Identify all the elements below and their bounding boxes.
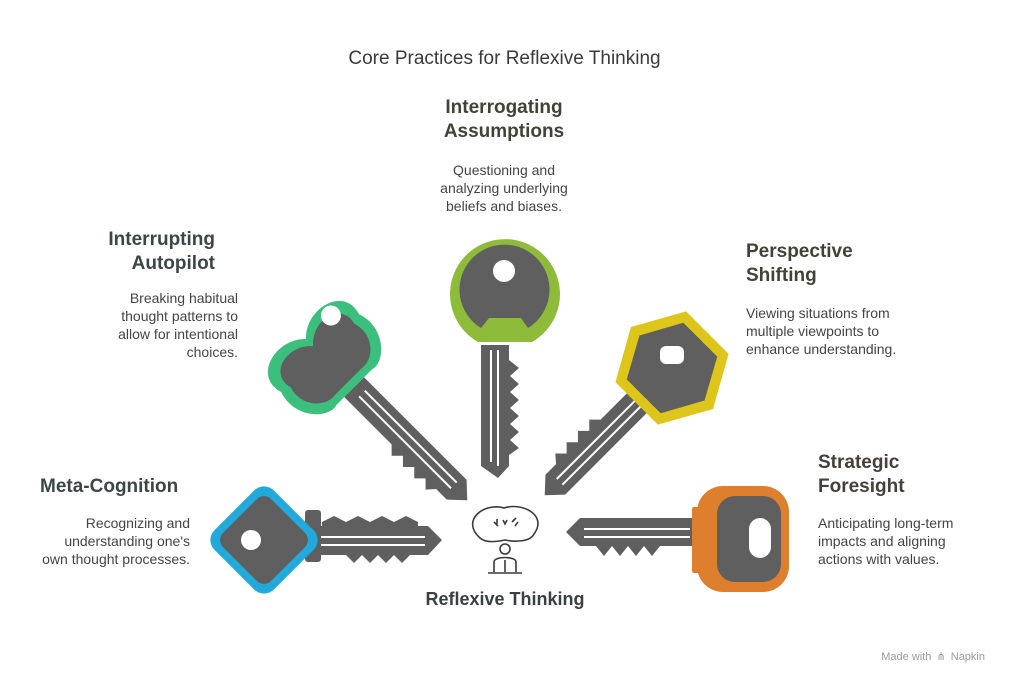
key-hole: [241, 530, 261, 550]
heading-line: Shifting: [746, 265, 817, 286]
heading-line: Foresight: [818, 476, 905, 497]
heading-meta-cognition: Meta-Cognition: [40, 475, 220, 499]
key-bow: [626, 322, 718, 414]
heading-line: Assumptions: [443, 121, 565, 142]
key-blade: [481, 345, 519, 478]
heading-line: Strategic: [818, 452, 900, 473]
key-hole: [660, 346, 684, 364]
key-bow: [220, 496, 308, 584]
desc-line: actions with values.: [818, 551, 940, 567]
desc-line: Breaking habitual: [129, 290, 238, 306]
desc-interrupting-autopilot: Breaking habitual thought patterns to al…: [40, 289, 238, 361]
key-meta-cognition: [210, 486, 442, 594]
branding[interactable]: Made with ⋔ Napkin: [881, 650, 985, 663]
heading-line: Interrupting: [108, 229, 215, 250]
desc-meta-cognition: Recognizing and understanding one's own …: [20, 514, 190, 568]
key-strategic-foresight: [566, 486, 789, 592]
heading-perspective-shifting: Perspective Shifting: [746, 240, 946, 288]
desc-line: Anticipating long-term: [818, 515, 954, 531]
key-interrupting-autopilot: [268, 301, 468, 501]
heading-strategic-foresight: Strategic Foresight: [818, 451, 978, 499]
desc-line: thought patterns to: [121, 308, 238, 324]
thinking-person-icon: [471, 505, 539, 574]
desc-line: understanding one's: [64, 533, 190, 549]
desc-line: multiple viewpoints to: [746, 323, 880, 339]
desc-line: allow for intentional: [118, 326, 238, 342]
desc-line: Questioning and: [453, 162, 555, 178]
key-bow: [459, 244, 550, 328]
key-hole: [749, 518, 771, 558]
heading-line: Interrogating: [445, 97, 563, 118]
heading-interrogating-assumptions: Interrogating Assumptions: [394, 96, 614, 144]
desc-line: own thought processes.: [42, 551, 190, 567]
key-blade: [344, 377, 468, 501]
desc-perspective-shifting: Viewing situations from multiple viewpoi…: [746, 304, 966, 358]
desc-line: analyzing underlying: [440, 180, 568, 196]
napkin-logo-icon: ⋔: [936, 651, 946, 663]
heading-interrupting-autopilot: Interrupting Autopilot: [40, 228, 215, 276]
heading-line: Meta-Cognition: [40, 476, 179, 497]
key-perspective-shifting: [544, 311, 729, 496]
diagram-title: Core Practices for Reflexive Thinking: [348, 48, 661, 69]
key-bow: [280, 313, 371, 404]
center-label: Reflexive Thinking: [425, 589, 585, 609]
branding-name: Napkin: [950, 651, 985, 663]
desc-line: Recognizing and: [85, 515, 190, 531]
desc-strategic-foresight: Anticipating long-term impacts and align…: [818, 514, 998, 568]
desc-line: Viewing situations from: [746, 305, 890, 321]
key-interrogating-assumptions: [450, 239, 560, 478]
desc-line: beliefs and biases.: [446, 198, 562, 214]
desc-interrogating-assumptions: Questioning and analyzing underlying bel…: [394, 161, 614, 215]
desc-line: enhance understanding.: [746, 341, 897, 357]
heading-line: Perspective: [746, 241, 853, 262]
key-hole: [493, 260, 515, 282]
branding-prefix: Made with: [881, 651, 932, 663]
heading-line: Autopilot: [131, 253, 215, 274]
key-hole: [320, 305, 341, 326]
desc-line: impacts and aligning: [818, 533, 946, 549]
desc-line: choices.: [186, 344, 238, 360]
